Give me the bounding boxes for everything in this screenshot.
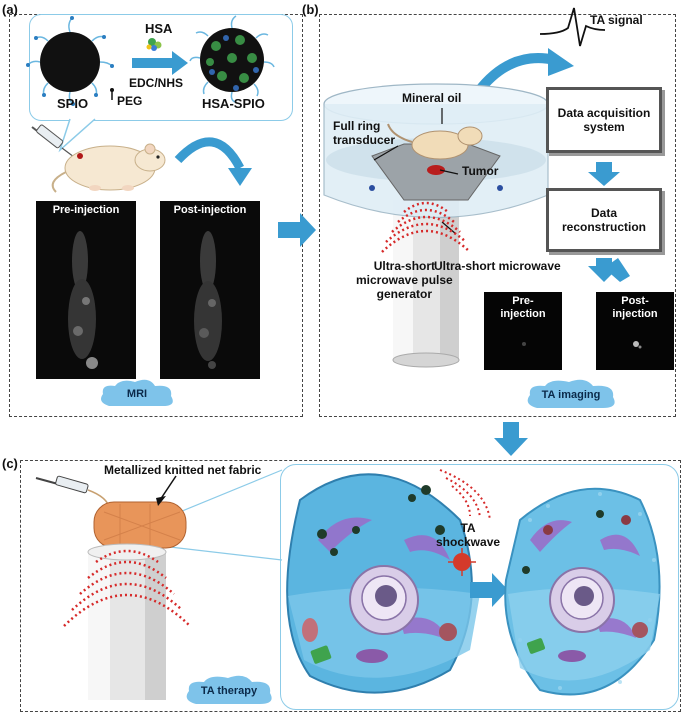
ta-pre-line1: Pre- [512,295,534,307]
mri-cloud: MRI [97,378,177,410]
cell-before [286,473,480,694]
conjugation-arrow [132,51,188,75]
daq-line2: system [583,120,625,134]
mri-post-title: Post-injection [173,204,247,216]
syringe-icon [31,124,75,158]
ta-post-line1: Post- [621,295,649,307]
data-reconstruction-box: Data reconstruction [546,188,662,252]
syringe-icon-c [35,475,111,513]
full-ring-line1: Full ring [333,119,381,133]
ta-therapy-cloud: TA therapy [182,674,276,708]
ta-post-injection-image: Post-injection [596,292,674,370]
hsa-molecule [146,38,162,51]
spio-label: SPIO [57,96,89,111]
ta-post-line2: injection [612,307,658,320]
generator-label: Ultra-short microwave pulse generator [356,259,453,301]
fabric-label: Metallized knitted net fabric [104,463,262,477]
ultra-short-microwave-label: Ultra-short microwave [434,259,561,273]
mri-pre-injection: Pre-injection [36,201,136,379]
shockwave-label: TA shockwave [436,521,501,550]
ta-imaging-cloud-label: TA imaging [541,389,601,401]
shockwave-line2: shockwave [436,534,501,549]
ta-signal-waveform [539,7,606,47]
shockwave-line1: TA [460,521,476,535]
hsa-label: HSA [145,21,173,36]
panel-c [20,460,681,712]
panel-a-label: (a) [2,2,18,17]
daq-line1: Data acquisition [557,105,651,120]
panel-b-label: (b) [302,2,319,17]
mri-post-injection: Post-injection [160,201,260,379]
mri-pre-title: Pre-injection [52,204,120,216]
edc-nhs-label: EDC/NHS [129,76,184,90]
tumor-label: Tumor [462,164,499,178]
ta-therapy-cloud-label: TA therapy [200,685,258,697]
panel-c-label: (c) [2,456,18,471]
data-acquisition-box: Data acquisition system [546,87,662,153]
generator-line3: generator [376,286,433,301]
spio-particle [26,16,114,106]
mri-cloud-label: MRI [126,388,148,400]
full-ring-line2: transducer [333,132,396,147]
mouse-illustration [51,143,166,193]
recon-line1: Data [590,205,617,220]
mineral-oil-label: Mineral oil [402,91,462,105]
ta-pre-line2: injection [500,307,546,320]
panel-b [319,14,676,417]
ta-signal-label: TA signal [590,13,643,27]
curved-arrow-a [174,137,244,171]
generator-line2: microwave pulse [356,272,453,287]
hsa-spio-particle [189,15,275,103]
peg-label: PEG [117,94,143,108]
hsa-spio-label: HSA-SPIO [202,96,265,111]
generator-line1: Ultra-short [373,259,436,273]
recon-line2: reconstruction [561,220,646,234]
cell-after [504,487,661,696]
full-ring-label: Full ring transducer [333,119,396,148]
ta-imaging-cloud: TA imaging [523,378,619,412]
ta-pre-injection-image: Pre-injection [484,292,562,370]
